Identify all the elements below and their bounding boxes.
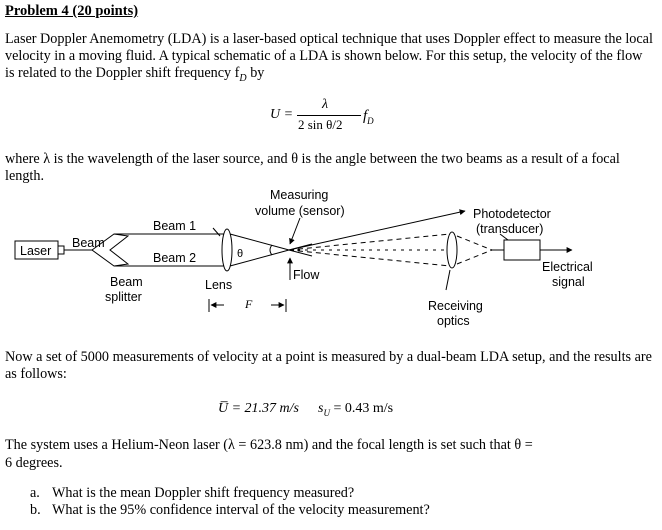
std-dev-value: = 0.43 m/s bbox=[329, 401, 394, 416]
question-list: a. What is the mean Doppler shift frequen… bbox=[30, 485, 430, 519]
label-receiving-2: optics bbox=[437, 314, 470, 328]
eq-numerator: λ bbox=[322, 97, 329, 112]
label-lens: Lens bbox=[205, 278, 233, 292]
eq-denominator: 2 sin θ/2 bbox=[298, 117, 343, 132]
label-beam-1: Beam 1 bbox=[153, 219, 197, 233]
results-line: U̅ = 21.37 m/s sU = 0.43 m/s bbox=[218, 401, 393, 418]
doppler-equation: U = λ 2 sin θ/2 fD bbox=[270, 97, 390, 141]
question-text: What is the mean Doppler shift frequency… bbox=[52, 485, 355, 501]
lens-shape bbox=[221, 228, 233, 272]
eq-factor: fD bbox=[363, 108, 374, 126]
label-photodetector-1: Photodetector bbox=[473, 207, 551, 221]
std-dev-label: sU bbox=[318, 401, 330, 418]
label-splitter-2: splitter bbox=[105, 290, 142, 304]
eq-lhs: U = bbox=[270, 107, 294, 122]
label-measuring-2: volume (sensor) bbox=[255, 204, 345, 218]
mean-velocity: U̅ = 21.37 m/s bbox=[218, 401, 300, 416]
intro-text: Laser Doppler Anemometry (LDA) is a lase… bbox=[5, 31, 653, 81]
label-photodetector-2: (transducer) bbox=[476, 222, 544, 236]
question-marker: a. bbox=[30, 485, 40, 501]
label-receiving-1: Receiving bbox=[428, 299, 483, 313]
measurement-paragraph: Now a set of 5000 measurements of veloci… bbox=[5, 349, 652, 382]
question-marker: b. bbox=[30, 502, 41, 518]
laser-text-line-2: 6 degrees. bbox=[5, 455, 63, 471]
receiving-lens bbox=[446, 231, 458, 269]
label-theta: θ bbox=[237, 248, 244, 260]
photodetector-box bbox=[503, 239, 541, 261]
label-laser: Laser bbox=[20, 244, 52, 258]
laser-text-line-1: The system uses a Helium-Neon laser (λ =… bbox=[5, 437, 533, 453]
question-text: What is the 95% confidence interval of t… bbox=[52, 502, 430, 518]
intro-sub: D bbox=[239, 72, 247, 84]
label-focal-length: F bbox=[245, 297, 253, 311]
label-measuring-1: Measuring bbox=[270, 188, 329, 202]
intro-end: by bbox=[246, 65, 265, 81]
label-beam-2: Beam 2 bbox=[153, 251, 197, 265]
label-flow: Flow bbox=[293, 268, 320, 282]
label-splitter-1: Beam bbox=[110, 275, 143, 289]
label-beam: Beam bbox=[72, 236, 105, 250]
lda-schematic bbox=[14, 209, 573, 312]
question-item: a. What is the mean Doppler shift frequen… bbox=[30, 485, 430, 502]
label-electrical-1: Electrical bbox=[542, 260, 593, 274]
eq-fraction-bar bbox=[297, 115, 361, 116]
intro-paragraph: Laser Doppler Anemometry (LDA) is a lase… bbox=[5, 31, 655, 87]
label-electrical-2: signal bbox=[552, 275, 585, 289]
where-paragraph: where λ is the wavelength of the laser s… bbox=[5, 151, 620, 184]
question-item: b. What is the 95% confidence interval of… bbox=[30, 502, 430, 519]
problem-title: Problem 4 (20 points) bbox=[5, 3, 139, 19]
